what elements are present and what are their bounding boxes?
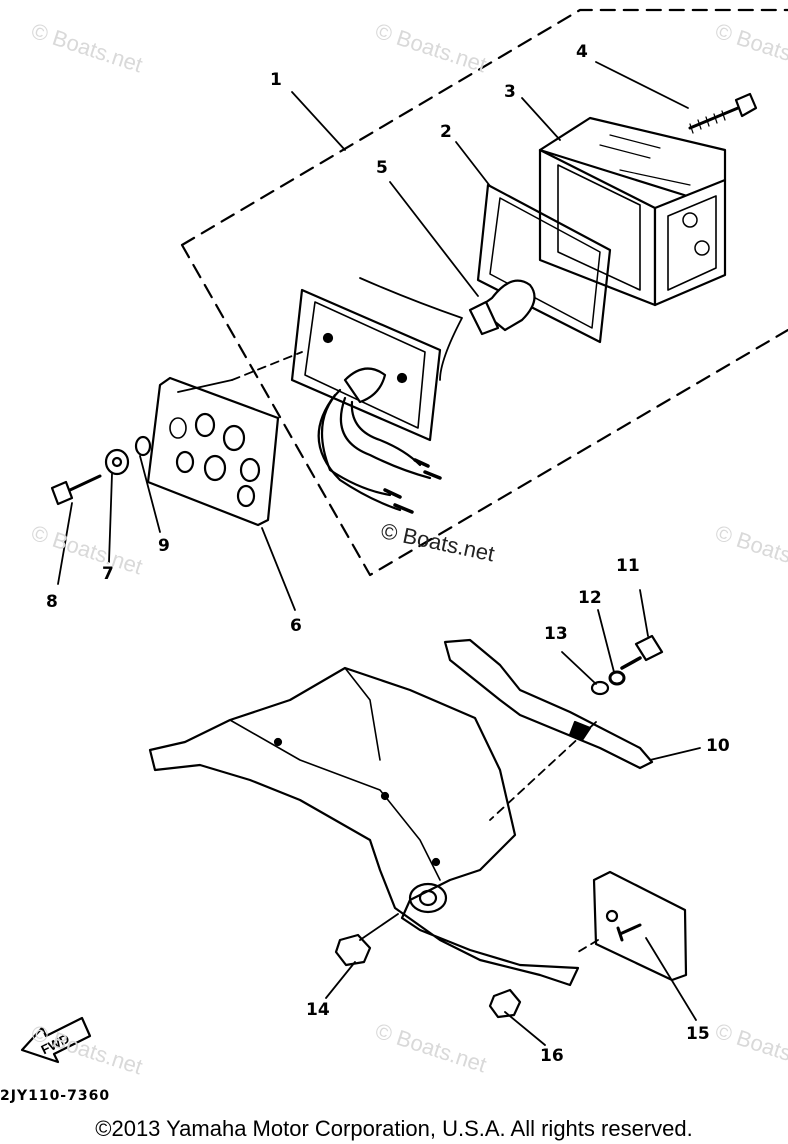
nut-14 (334, 933, 372, 967)
callout-3: 3 (504, 82, 516, 102)
drawing-code: 2JY110-7360 (0, 1088, 111, 1104)
callout-7: 7 (102, 564, 114, 584)
callout-8: 8 (46, 592, 58, 612)
light-base (290, 277, 463, 514)
callout-2: 2 (440, 122, 452, 142)
washer-9 (134, 435, 152, 457)
bracket-10 (443, 638, 654, 770)
callout-16: 16 (540, 1046, 564, 1066)
screw-4 (688, 92, 758, 134)
lens-gasket (476, 183, 612, 344)
callout-11: 11 (616, 556, 640, 576)
callout-4: 4 (576, 42, 588, 62)
reflector-15 (592, 870, 688, 982)
callout-10: 10 (706, 736, 730, 756)
callout-15: 15 (686, 1024, 710, 1044)
lens-plate-6 (146, 376, 280, 527)
callout-14: 14 (306, 1000, 330, 1020)
bolt-11 (620, 634, 664, 670)
fwd-arrow-icon (20, 1016, 92, 1064)
washer-13 (590, 680, 610, 696)
callout-13: 13 (544, 624, 568, 644)
callout-6: 6 (290, 616, 302, 636)
assembly-boundary (180, 8, 788, 577)
screw-8 (50, 474, 102, 506)
washer-12 (608, 670, 626, 686)
callout-1: 1 (270, 70, 282, 90)
collar-7 (104, 448, 130, 476)
leader-lines (57, 61, 701, 1046)
callout-12: 12 (578, 588, 602, 608)
lens-housing (538, 116, 727, 307)
copyright-notice: ©2013 Yamaha Motor Corporation, U.S.A. A… (95, 1116, 693, 1141)
nut-16 (488, 988, 522, 1019)
callout-5: 5 (376, 158, 388, 178)
callout-9: 9 (158, 536, 170, 556)
bulb (468, 279, 536, 336)
rear-fender (148, 666, 580, 987)
